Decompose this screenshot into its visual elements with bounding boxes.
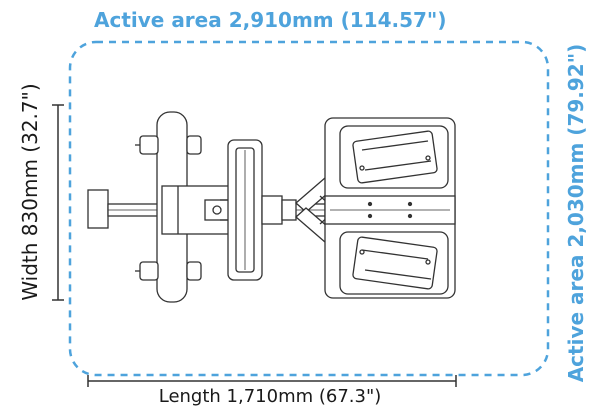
- foot-bottom-left: [139, 261, 159, 281]
- active-area-length-label: Active area 2,910mm (114.57"): [94, 8, 447, 32]
- width-dimension-line: [52, 104, 64, 301]
- active-area-boundary: [68, 40, 550, 377]
- pedal-top: [339, 125, 449, 189]
- foot-top-right: [186, 135, 202, 155]
- machine-top-view: [87, 111, 456, 303]
- rear-handle: [87, 189, 109, 229]
- length-dimension-line: [87, 375, 457, 387]
- length-dimension-label: Length 1,710mm (67.3"): [158, 386, 382, 407]
- foot-top-left: [139, 135, 159, 155]
- pedal-bottom: [339, 231, 449, 295]
- foot-bottom-right: [186, 261, 202, 281]
